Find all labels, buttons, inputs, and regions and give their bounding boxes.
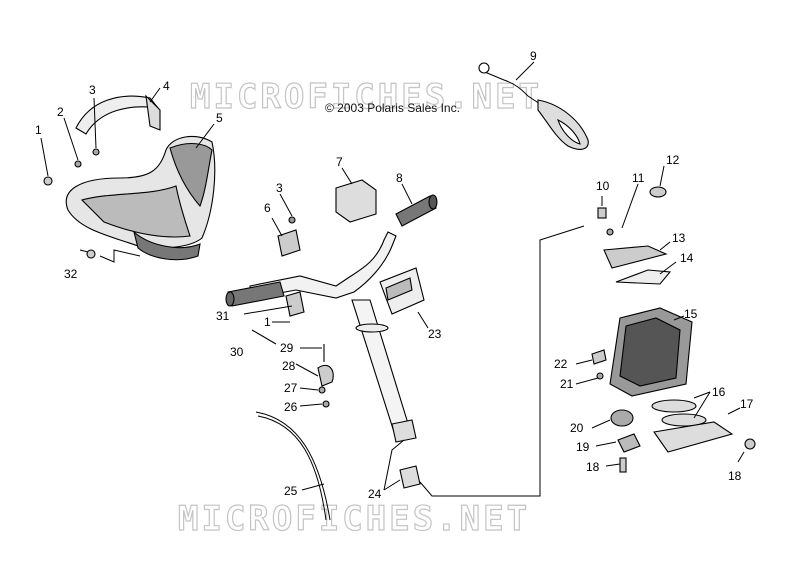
callout-1b: 1 (264, 315, 271, 329)
callout-9: 9 (530, 49, 537, 63)
callout-13: 13 (672, 231, 686, 245)
callout-29: 29 (280, 341, 294, 355)
callout-22: 22 (554, 357, 568, 371)
lanyard (478, 62, 589, 150)
callout-17: 17 (740, 397, 754, 411)
copyright-text: © 2003 Polaris Sales Inc. (325, 101, 460, 115)
callout-30: 30 (230, 345, 244, 359)
callout-3: 3 (89, 83, 96, 97)
callout-3b: 3 (276, 181, 283, 195)
steering-assembly (225, 179, 438, 521)
callout-27: 27 (284, 381, 298, 395)
callout-1: 1 (35, 123, 42, 137)
callout-16: 16 (712, 385, 726, 399)
callout-32: 32 (64, 267, 78, 281)
steering-post-assembly (591, 186, 756, 473)
callout-10: 10 (596, 179, 610, 193)
callout-21: 21 (560, 377, 574, 391)
callout-23: 23 (428, 327, 442, 341)
callout-12: 12 (666, 153, 680, 167)
callout-2: 2 (57, 105, 64, 119)
callout-18b: 18 (728, 469, 742, 483)
callout-26: 26 (284, 400, 298, 414)
seat-assembly (43, 94, 216, 261)
callout-6: 6 (264, 201, 271, 215)
watermark-bottom: MICROFICHES.NET (178, 499, 530, 539)
callout-4: 4 (163, 79, 170, 93)
callout-24: 24 (368, 487, 382, 501)
callout-25: 25 (284, 484, 298, 498)
callout-15: 15 (684, 307, 698, 321)
callout-18: 18 (586, 460, 600, 474)
callout-11: 11 (632, 171, 645, 185)
leader-lines (40, 61, 745, 497)
callout-31: 31 (216, 309, 230, 323)
callout-5: 5 (216, 111, 223, 125)
callout-14: 14 (680, 251, 694, 265)
callout-labels: 1 2 3 4 5 32 3 6 7 8 9 10 11 12 13 14 15… (35, 49, 754, 501)
callout-19: 19 (576, 440, 590, 454)
callout-28: 28 (282, 359, 296, 373)
watermark-top: MICROFICHES.NET (190, 77, 542, 117)
callout-20: 20 (570, 421, 584, 435)
callout-8: 8 (396, 171, 403, 185)
callout-7: 7 (336, 155, 343, 169)
